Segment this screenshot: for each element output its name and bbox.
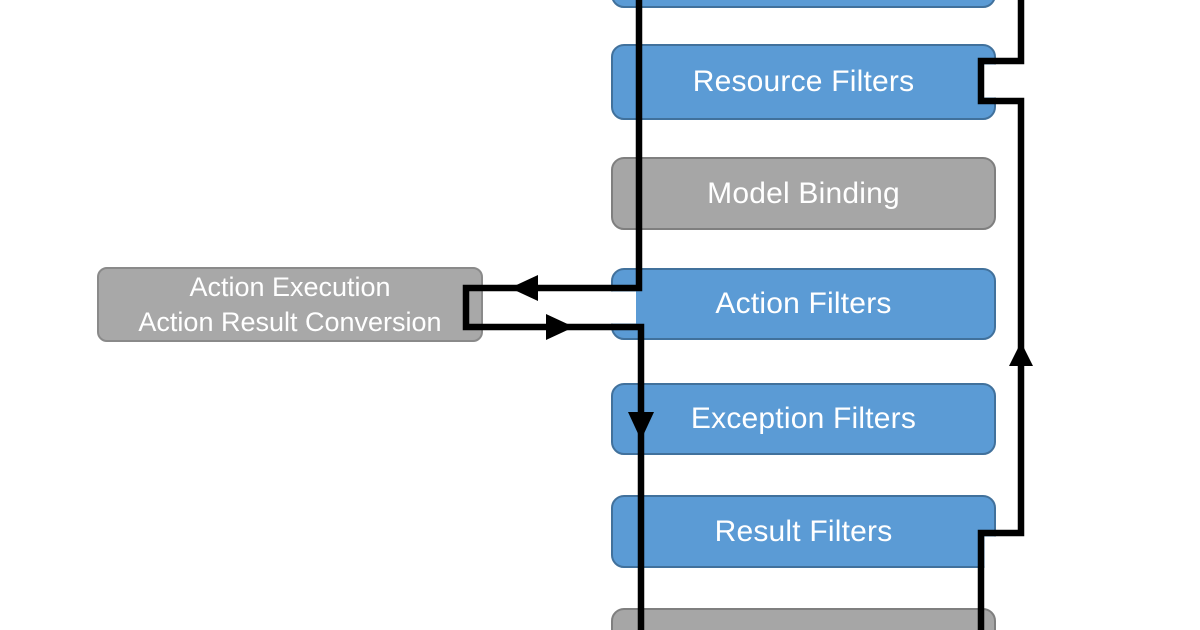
action-filters-label: Action Filters [715, 287, 892, 320]
box-resource-filters: Resource Filters [611, 44, 996, 120]
resource-filters-label: Resource Filters [692, 65, 915, 98]
box-result-filters: Result Filters [611, 495, 996, 568]
model-binding-label: Model Binding [707, 176, 900, 210]
box-model-binding: Model Binding [611, 157, 996, 230]
arrowhead-right-out-of-action-execution-icon [546, 314, 574, 340]
box-partial-top [611, 0, 996, 8]
arrowhead-left-into-action-execution-icon [510, 275, 538, 301]
box-action-filters: Action Filters [611, 268, 996, 340]
arrowhead-up-response-icon [1009, 342, 1033, 366]
result-filters-label: Result Filters [714, 514, 893, 548]
exception-filters-label: Exception Filters [690, 402, 917, 435]
action-execution-label: Action Execution [189, 271, 391, 302]
box-action-execution: Action Execution Action Result Conversio… [97, 267, 483, 342]
box-partial-bottom [611, 608, 996, 630]
box-exception-filters: Exception Filters [611, 383, 996, 455]
action-result-conversion-label: Action Result Conversion [138, 306, 442, 337]
